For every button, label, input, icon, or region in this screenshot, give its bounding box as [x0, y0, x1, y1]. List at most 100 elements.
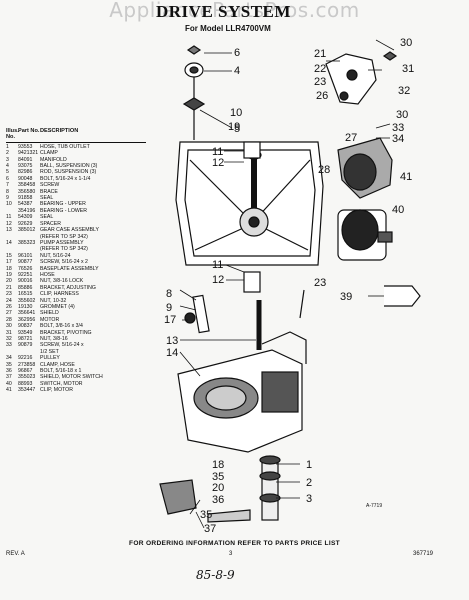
legend-illus-number: 2 — [6, 150, 9, 157]
legend-description: BOLT, 3/8-16 x 3/4 — [40, 323, 83, 330]
legend-illus-number: 13 — [6, 227, 12, 234]
legend-illus-number: 7 — [6, 182, 9, 189]
callout-21: 21 — [314, 48, 326, 60]
legend-description: PUMP ASSEMBLY — [40, 239, 84, 246]
legend-illus-number: 3 — [6, 156, 9, 163]
legend-description: SHIELD — [40, 310, 59, 317]
legend-illus-number: 24 — [6, 297, 12, 304]
callout-30-lower: 30 — [396, 109, 408, 121]
legend-row: 1 93553 HOSE, TUB OUTLET — [6, 144, 146, 150]
legend-description: NUT, 5/16-24 — [40, 252, 71, 259]
legend-part-number: 91858 — [18, 195, 33, 202]
callout-41: 41 — [400, 171, 412, 183]
legend-description: (REFER TO SP 342) — [40, 246, 88, 253]
callout-26: 26 — [316, 90, 328, 102]
legend-description: SEAL — [40, 195, 54, 202]
reference-number: 367719 — [413, 551, 434, 557]
callout-11-lower: 11 — [212, 259, 223, 271]
legend-description: SHIELD, MOTOR SWITCH — [40, 374, 103, 381]
pivot-bracket-part — [325, 51, 398, 105]
legend-illus-number: 33 — [6, 342, 12, 349]
legend-description: CLIP, MOTOR — [40, 387, 73, 394]
legend-part-number: 354196 — [18, 207, 36, 214]
legend-part-number: 355602 — [18, 297, 36, 304]
legend-illus-number: 20 — [6, 278, 12, 285]
callout-19: 19 — [228, 121, 240, 133]
callout-9: 9 — [166, 302, 172, 314]
legend-illus-number: 6 — [6, 175, 9, 182]
legend-part-number: 84091 — [18, 156, 33, 163]
callout-12-lower: 12 — [212, 274, 224, 286]
legend-description: SPACER — [40, 220, 61, 227]
legend-description: BEARING - LOWER — [40, 207, 87, 214]
legend-description: PULLEY — [40, 355, 60, 362]
legend-header: Illus. No. Part No. DESCRIPTION — [6, 128, 146, 141]
callout-11-upper: 11 — [212, 146, 223, 158]
legend-description: HOSE — [40, 271, 55, 278]
legend-part-number: 358458 — [18, 182, 36, 189]
legend-divider — [6, 141, 146, 143]
callout-10: 10 — [230, 107, 242, 119]
legend-description: BRACKET, PIVOTING — [40, 329, 92, 336]
legend-header-illus: Illus. No. — [6, 128, 19, 141]
callout-14: 14 — [166, 347, 178, 359]
legend-description: ROD, SUSPENSION (3) — [40, 169, 97, 176]
legend-description: HOSE, TUB OUTLET — [40, 143, 90, 150]
legend-part-number: 90016 — [18, 278, 33, 285]
callout-8: 8 — [166, 288, 172, 300]
legend-illus-number: 12 — [6, 220, 12, 227]
legend-part-number: 90837 — [18, 323, 33, 330]
legend-part-number: 353447 — [18, 387, 36, 394]
legend-description: SCREW, 5/16-24 x 2 — [40, 259, 88, 266]
callout-34: 34 — [392, 133, 404, 145]
legend-illus-number: 36 — [6, 368, 12, 375]
legend-part-number: 88993 — [18, 380, 33, 387]
legend-illus-number: 8 — [6, 188, 9, 195]
legend-illus-number: 1 — [6, 143, 9, 150]
legend-description: CLAMP, HOSE — [40, 361, 75, 368]
hose-part — [159, 455, 281, 523]
legend-part-number: 93553 — [18, 143, 33, 150]
legend-part-number: 54309 — [18, 214, 33, 221]
diagram-code: A-7719 — [366, 503, 383, 509]
legend-description: MANIFOLD — [40, 156, 67, 163]
watermark-text: AppliancePartsPros.com — [109, 0, 360, 22]
legend-illus-number: 35 — [6, 361, 12, 368]
legend-illus-number: 31 — [6, 329, 12, 336]
callout-6: 6 — [234, 47, 240, 59]
legend-illus-number: 14 — [6, 239, 12, 246]
legend-illus-number: 40 — [6, 380, 12, 387]
legend-illus-number: 4 — [6, 163, 9, 170]
legend-description: SCREW — [40, 182, 60, 189]
callout-2: 2 — [306, 477, 312, 489]
callout-30: 30 — [400, 37, 412, 49]
legend-illus-number: 21 — [6, 284, 12, 291]
legend-part-number: 92251 — [18, 271, 33, 278]
legend-row: 12 92629 SPACER — [6, 221, 146, 227]
leader-lines — [179, 39, 395, 529]
callout-35-lower: 35 — [200, 509, 212, 521]
hardware-parts — [184, 141, 421, 334]
callout-23: 23 — [314, 76, 326, 88]
legend-row: 1/2 SET — [6, 349, 146, 355]
legend-part-number: 19130 — [18, 303, 33, 310]
legend-part-number: 16515 — [18, 291, 33, 298]
legend-illus-number: 23 — [6, 291, 12, 298]
legend-part-number: 98721 — [18, 336, 33, 342]
callout-33: 33 — [392, 122, 404, 134]
legend-description: BALL, SUSPENSION (3) — [40, 163, 98, 170]
legend-part-number: 92629 — [18, 220, 33, 227]
legend-description: MOTOR — [40, 316, 60, 323]
callout-22: 22 — [314, 63, 326, 75]
legend-illus-number: 37 — [6, 374, 12, 381]
legend-description: SCREW, 5/16-24 x — [40, 342, 84, 349]
